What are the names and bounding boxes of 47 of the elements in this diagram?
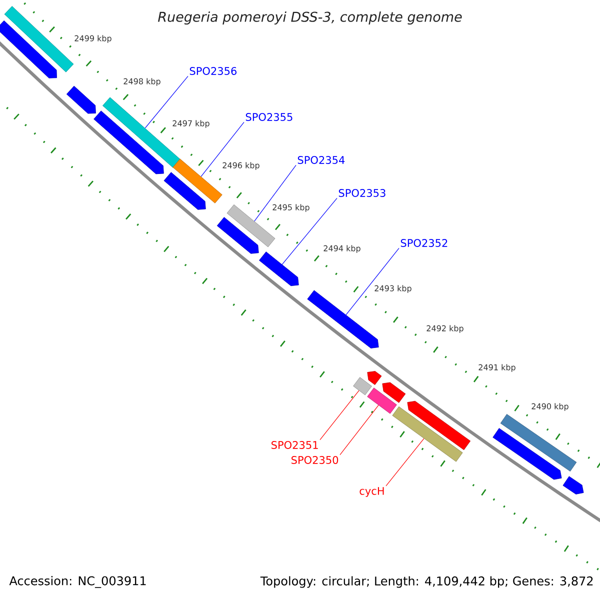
gene-bar xyxy=(172,158,222,204)
leader-line xyxy=(200,122,244,177)
gene-label: SPO2351 xyxy=(272,441,318,449)
leader-line xyxy=(144,76,188,128)
leader-line xyxy=(340,404,379,456)
gene-block xyxy=(0,20,57,78)
title: Ruegeria pomeroyi DSS-3, complete genome xyxy=(158,11,462,25)
leader-line xyxy=(320,390,360,440)
gene-block xyxy=(367,371,382,385)
gene-block xyxy=(259,252,299,286)
gene-label: SPO2355 xyxy=(246,113,292,121)
gene-bar xyxy=(4,6,74,72)
tick-label: 2497 kbp xyxy=(172,120,210,128)
gene-bar xyxy=(353,377,372,396)
footer-text: Topology: circular; Length: 4,109,442 bp; Genes: 3,872 xyxy=(260,576,593,588)
gene-label: SPO2352 xyxy=(400,239,448,247)
tick-label: 2493 kbp xyxy=(374,285,412,293)
gene-block xyxy=(66,86,96,114)
gene-block xyxy=(216,217,259,254)
gene-label: SPO2350 xyxy=(292,456,338,464)
leader-line xyxy=(282,198,338,265)
gene-block xyxy=(94,110,164,174)
gene-label: SPO2356 xyxy=(190,67,236,75)
gene-block xyxy=(562,476,584,494)
footer-text: Accession: NC_003911 xyxy=(9,576,146,588)
gene-block xyxy=(164,172,206,210)
gene-bar xyxy=(367,388,397,414)
leader-line xyxy=(386,438,424,486)
leader-line xyxy=(254,164,296,222)
tick-label: 2491 kbp xyxy=(478,364,516,372)
tick-label: 2496 kbp xyxy=(222,162,260,170)
gene-bar xyxy=(500,414,577,472)
gene-block xyxy=(407,400,471,450)
tick-label: 2494 kbp xyxy=(324,245,360,253)
tick-label: 2490 kbp xyxy=(532,403,568,411)
leader-line xyxy=(346,248,400,316)
gene-block xyxy=(492,428,562,480)
gene-label: SPO2353 xyxy=(338,189,386,197)
gene-block xyxy=(307,290,379,348)
tick-label: 2498 kbp xyxy=(124,78,160,86)
gene-label: cycH xyxy=(360,487,384,497)
tick-label: 2495 kbp xyxy=(272,204,310,212)
gene-label: SPO2354 xyxy=(298,156,345,164)
tick-label: 2492 kbp xyxy=(426,325,464,333)
gene-bar xyxy=(392,406,463,462)
gene-block xyxy=(382,382,406,403)
tick-label: 2499 kbp xyxy=(74,35,112,43)
